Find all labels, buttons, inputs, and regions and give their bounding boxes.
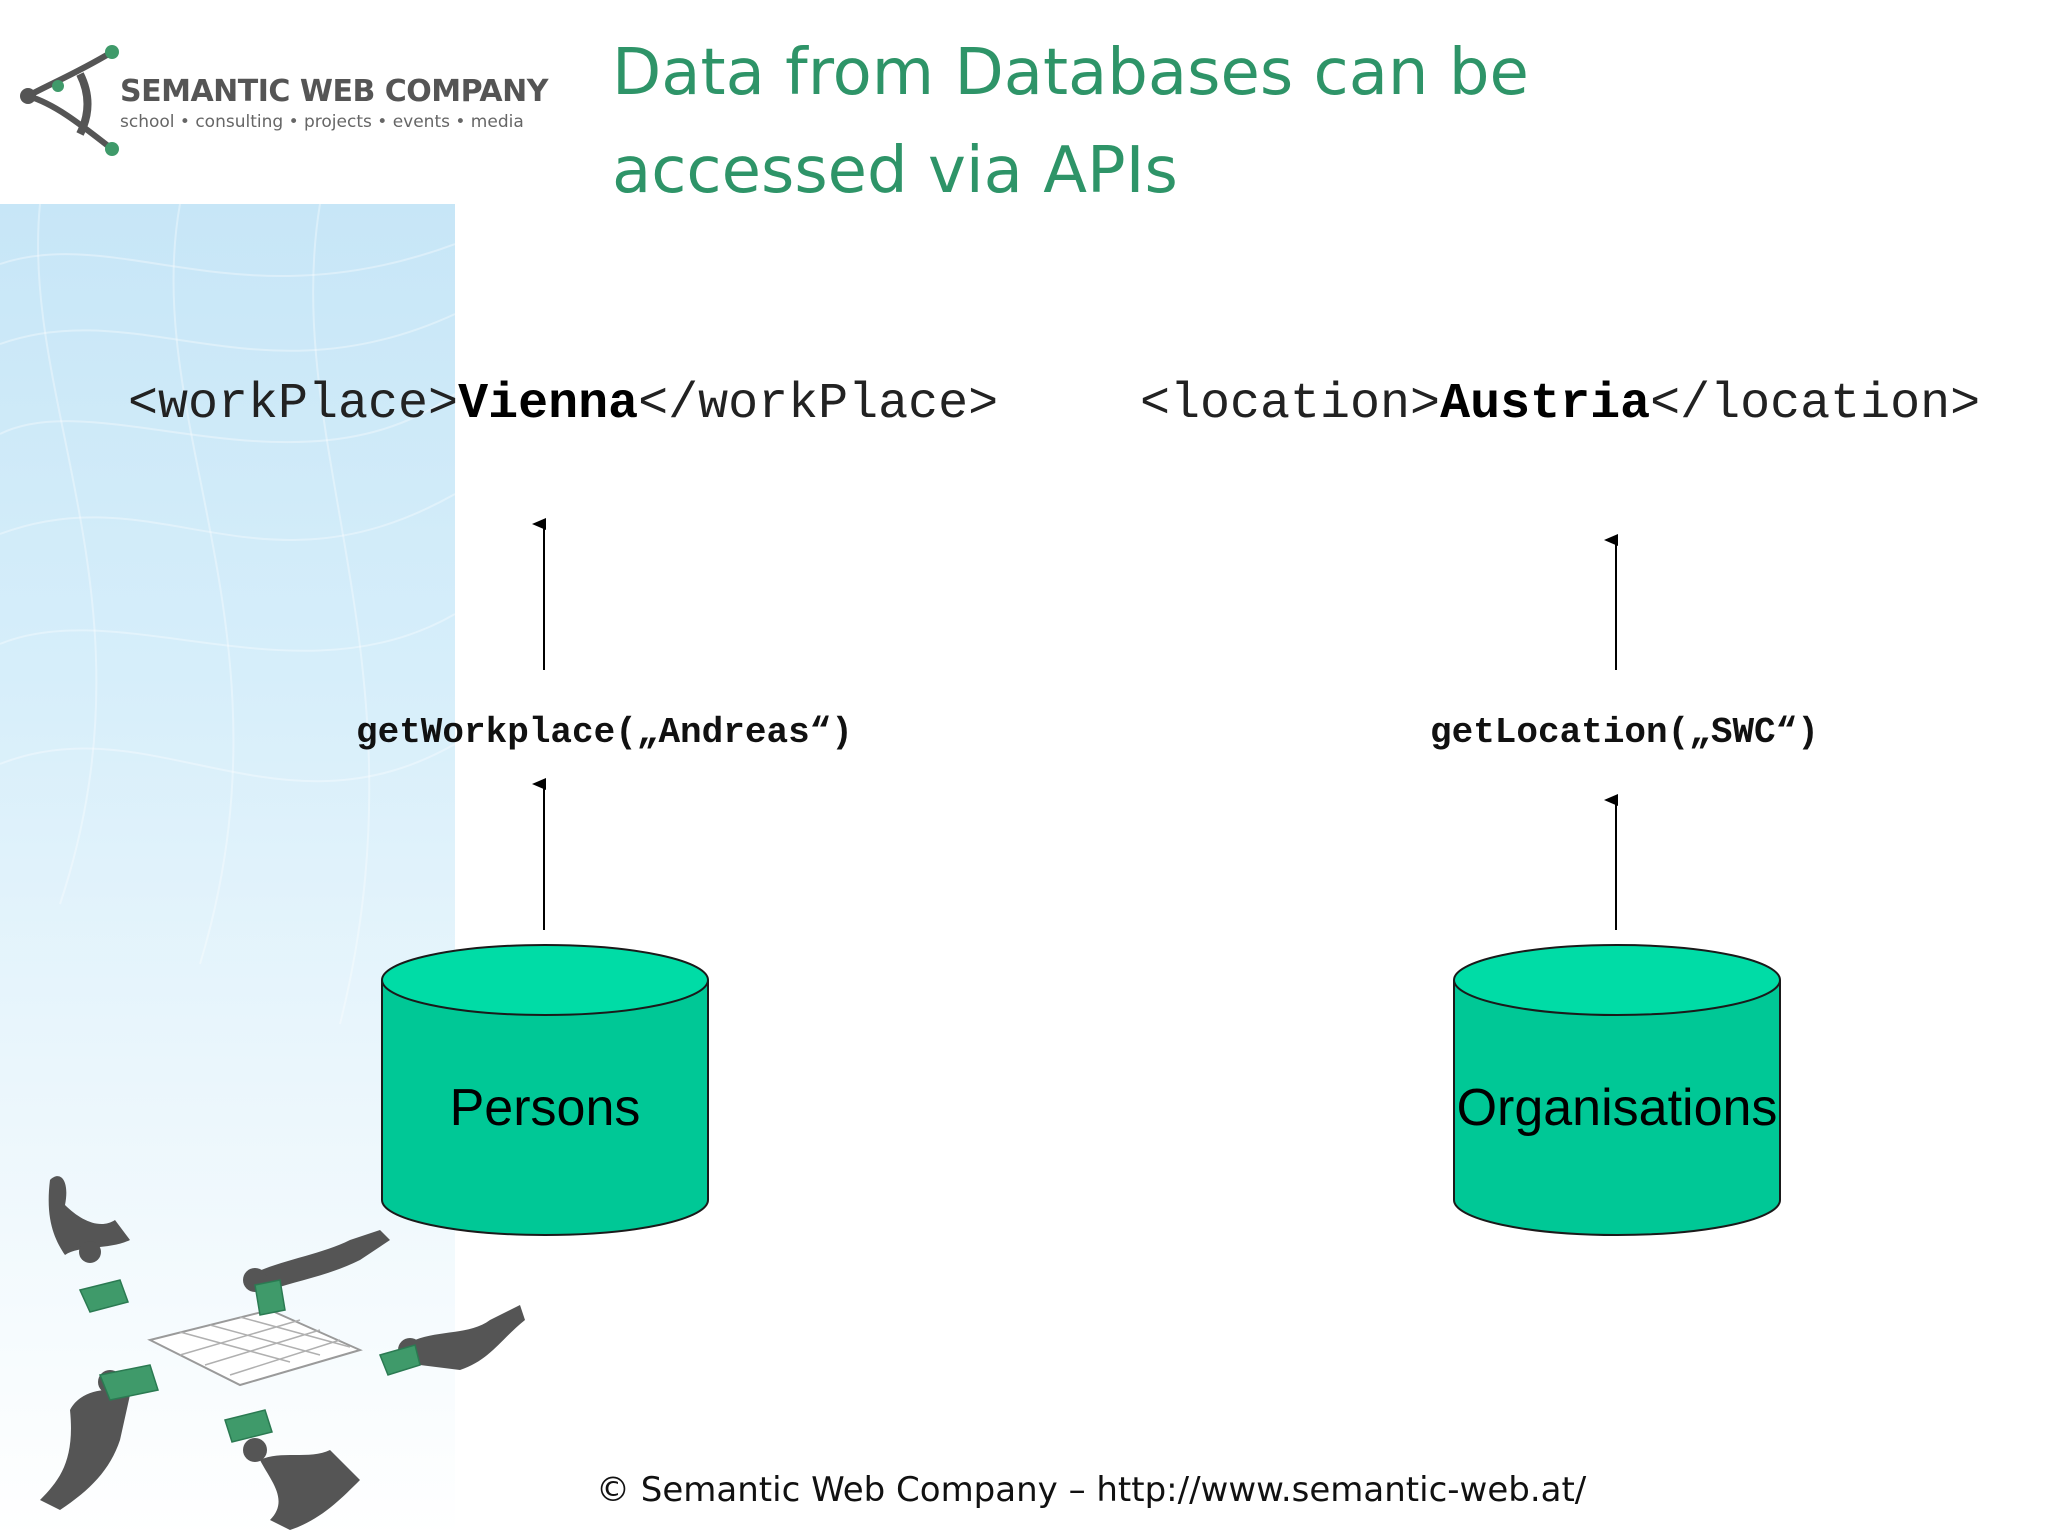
copyright-footer: © Semantic Web Company – http://www.sema… xyxy=(596,1470,1587,1510)
side-background-panel xyxy=(0,204,455,1536)
database-persons-cylinder xyxy=(381,944,709,1236)
database-organisations-cylinder xyxy=(1453,944,1781,1236)
company-logo: SEMANTIC WEB COMPANY school • consulting… xyxy=(20,44,548,164)
logo-tagline: school • consulting • projects • events … xyxy=(120,112,524,132)
wave-pattern xyxy=(0,204,455,1025)
database-label-organisations: Organisations xyxy=(1456,1079,1778,1137)
puzzle-pieces-icon xyxy=(78,1279,421,1443)
logo-mark-icon xyxy=(20,45,119,156)
xml-workplace-result: <workPlace>Vienna</workPlace> xyxy=(128,376,998,433)
title-line-2: accessed via APIs xyxy=(612,134,1178,208)
xml-open-tag: <workPlace> xyxy=(128,376,459,433)
puzzle-board-icon xyxy=(147,1308,363,1387)
logo-company-name: SEMANTIC WEB COMPANY xyxy=(120,74,548,109)
skydivers-puzzle-illustration xyxy=(40,1176,525,1530)
xml-close-tag: </location> xyxy=(1650,376,1981,433)
title-line-1: Data from Databases can be xyxy=(612,36,1529,110)
xml-close-tag: </workPlace> xyxy=(638,376,999,433)
database-label-persons: Persons xyxy=(449,1079,641,1137)
api-call-get-location: getLocation(„SWC“) xyxy=(1430,712,1819,753)
slide-title: Data from Databases can be accessed via … xyxy=(612,24,1812,220)
xml-open-tag: <location> xyxy=(1140,376,1441,433)
xml-value: Vienna xyxy=(458,376,639,433)
skydiver-figures-icon xyxy=(40,1176,525,1530)
api-call-get-workplace: getWorkplace(„Andreas“) xyxy=(356,712,853,753)
xml-location-result: <location>Austria</location> xyxy=(1140,376,1980,433)
xml-value: Austria xyxy=(1440,376,1651,433)
